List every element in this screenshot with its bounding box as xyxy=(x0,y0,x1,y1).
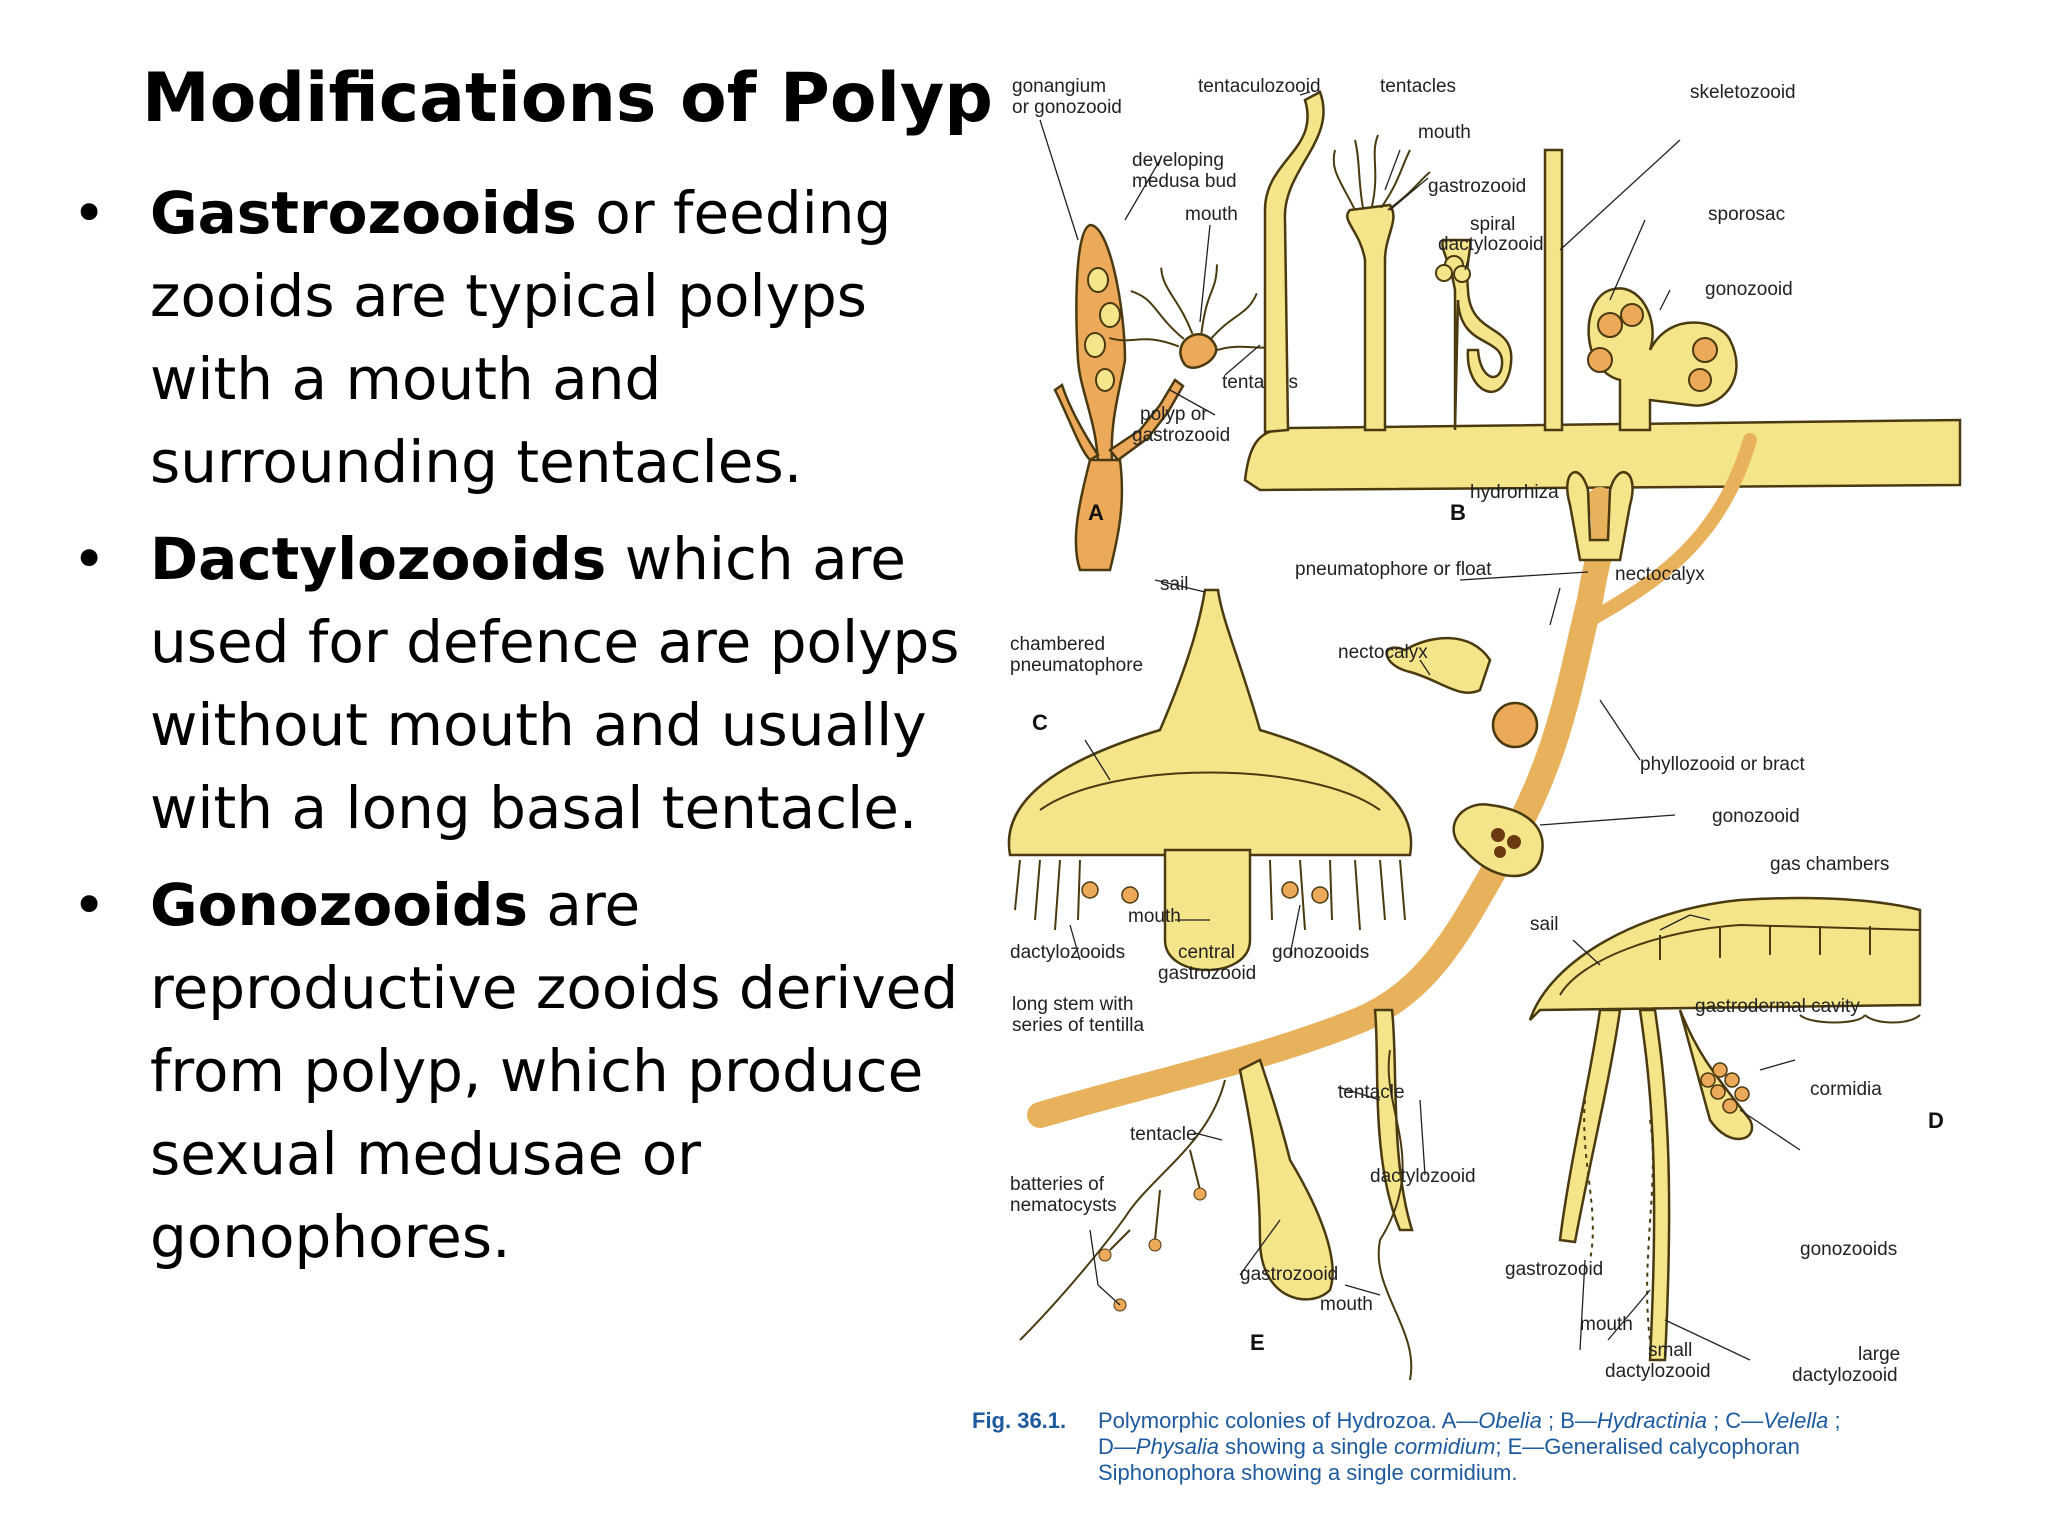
section-b: B xyxy=(1450,500,1466,525)
label-gastrozooid-c: gastrozooid xyxy=(1158,963,1256,984)
label-batteries-of: batteries of xyxy=(1010,1174,1105,1195)
label-hydrorhiza: hydrorhiza xyxy=(1470,482,1559,503)
label-tentacles-b: tentacles xyxy=(1380,76,1456,97)
label-chambered: chambered xyxy=(1010,634,1105,655)
figure-caption: Fig. 36.1. Polymorphic colonies of Hydro… xyxy=(972,1408,1841,1485)
bullet-dactylozooids: • Dactylozooids which are used for defen… xyxy=(60,518,960,850)
section-d: D xyxy=(1928,1108,1944,1133)
label-nematocysts: nematocysts xyxy=(1010,1195,1117,1216)
label-mouth-b: mouth xyxy=(1418,122,1471,143)
bullet-term: Gastrozooids xyxy=(150,179,577,247)
label-dactylozooid-e: dactylozooid xyxy=(1370,1166,1476,1187)
label-tentacle-e1: tentacle xyxy=(1130,1124,1197,1145)
label-gonangium: gonangium xyxy=(1012,76,1106,97)
figure-a-obelia: gonangium or gonozooid developing medusa… xyxy=(1012,76,1298,572)
bullet-text: are reproductive zooids derived from pol… xyxy=(150,871,959,1271)
bullet-list: • Gastrozooids or feeding zooids are typ… xyxy=(60,172,960,1293)
label-skeletozooid: skeletozooid xyxy=(1690,82,1796,103)
label-tentaculozooid: tentaculozooid xyxy=(1198,76,1321,97)
caption-fig-number: Fig. 36.1. xyxy=(972,1408,1066,1433)
label-gastrodermal-cavity: gastrodermal cavity xyxy=(1695,996,1860,1017)
label-nectocalyx-2: nectocalyx xyxy=(1338,642,1428,663)
label-phyllozooid: phyllozooid or bract xyxy=(1640,754,1805,775)
hydrozoa-figure: gonangium or gonozooid developing medusa… xyxy=(972,76,1962,1485)
label-pneumatophore-float: pneumatophore or float xyxy=(1295,559,1492,580)
label-small: small xyxy=(1648,1340,1692,1361)
caption-line-1: Polymorphic colonies of Hydrozoa. A—Obel… xyxy=(1098,1408,1841,1433)
label-gastrozooid-a: gastrozooid xyxy=(1132,425,1230,446)
label-nectocalyx-1: nectocalyx xyxy=(1615,564,1705,585)
label-mouth-d: mouth xyxy=(1580,1314,1633,1335)
label-tentacle-e2: tentacle xyxy=(1338,1082,1405,1103)
figure-e-siphonophore: long stem with series of tentilla tentac… xyxy=(1010,433,1805,1381)
bullet-text: which are used for defence are polyps wi… xyxy=(150,525,960,842)
label-gas-chambers: gas chambers xyxy=(1770,854,1889,875)
bullet-icon: • xyxy=(72,525,107,593)
label-mouth-c: mouth xyxy=(1128,906,1181,927)
label-dactylozooids-c: dactylozooids xyxy=(1010,942,1125,963)
label-series-tentilla: series of tentilla xyxy=(1012,1015,1144,1036)
label-central: central xyxy=(1178,942,1235,963)
label-gastrozooid-b: gastrozooid xyxy=(1428,176,1526,197)
label-medusa-bud: medusa bud xyxy=(1132,171,1237,192)
label-sporosac: sporosac xyxy=(1708,204,1785,225)
label-mouth-a: mouth xyxy=(1185,204,1238,225)
label-sail-d: sail xyxy=(1530,914,1559,935)
label-gonozooids-d: gonozooids xyxy=(1800,1239,1897,1260)
section-a: A xyxy=(1088,500,1104,525)
label-gonozooids-c: gonozooids xyxy=(1272,942,1369,963)
label-gonozooid-e: gonozooid xyxy=(1712,806,1800,827)
label-polyp-or: polyp or xyxy=(1140,404,1208,425)
label-developing: developing xyxy=(1132,150,1224,171)
figure-d-physalia: gas chambers sail gastrodermal cavity co… xyxy=(1505,854,1944,1386)
bullet-gastrozooids: • Gastrozooids or feeding zooids are typ… xyxy=(60,172,960,504)
label-gastrozooid-e1: gastrozooid xyxy=(1240,1264,1338,1285)
bullet-term: Gonozooids xyxy=(150,871,528,939)
bullet-icon: • xyxy=(72,179,107,247)
slide-title: Modifications of Polyp xyxy=(142,59,993,138)
label-large: large xyxy=(1858,1344,1900,1365)
label-gonozooid-b: gonozooid xyxy=(1705,279,1793,300)
label-dactylozooid-large: dactylozooid xyxy=(1792,1365,1898,1386)
bullet-term: Dactylozooids xyxy=(150,525,607,593)
caption-line-2: D—Physalia showing a single cormidium; E… xyxy=(1098,1434,1800,1459)
caption-line-3: Siphonophora showing a single cormidium. xyxy=(1098,1460,1517,1485)
section-c: C xyxy=(1032,710,1048,735)
label-sail-c: sail xyxy=(1160,574,1189,595)
label-or-gonozooid: or gonozooid xyxy=(1012,97,1122,118)
section-e: E xyxy=(1250,1330,1265,1355)
label-long-stem-with: long stem with xyxy=(1012,994,1133,1015)
label-mouth-e: mouth xyxy=(1320,1294,1373,1315)
figure-b-hydractinia: tentaculozooid tentacles mouth gastrozoo… xyxy=(1198,76,1962,525)
label-cormidia: cormidia xyxy=(1810,1079,1882,1100)
label-dactylozooid-b: dactylozooid xyxy=(1438,234,1544,255)
label-spiral: spiral xyxy=(1470,214,1515,235)
figure-c-velella: sail chambered pneumatophore C mouth dac… xyxy=(1007,574,1413,984)
bullet-gonozooids: • Gonozooids are reproductive zooids der… xyxy=(60,864,960,1279)
bullet-icon: • xyxy=(72,871,107,939)
label-gastrozooid-e2: gastrozooid xyxy=(1505,1259,1603,1280)
bullet-text: or feeding zooids are typical polyps wit… xyxy=(150,179,892,496)
label-pneumatophore: pneumatophore xyxy=(1010,655,1143,676)
label-dactylozooid-small: dactylozooid xyxy=(1605,1361,1711,1382)
